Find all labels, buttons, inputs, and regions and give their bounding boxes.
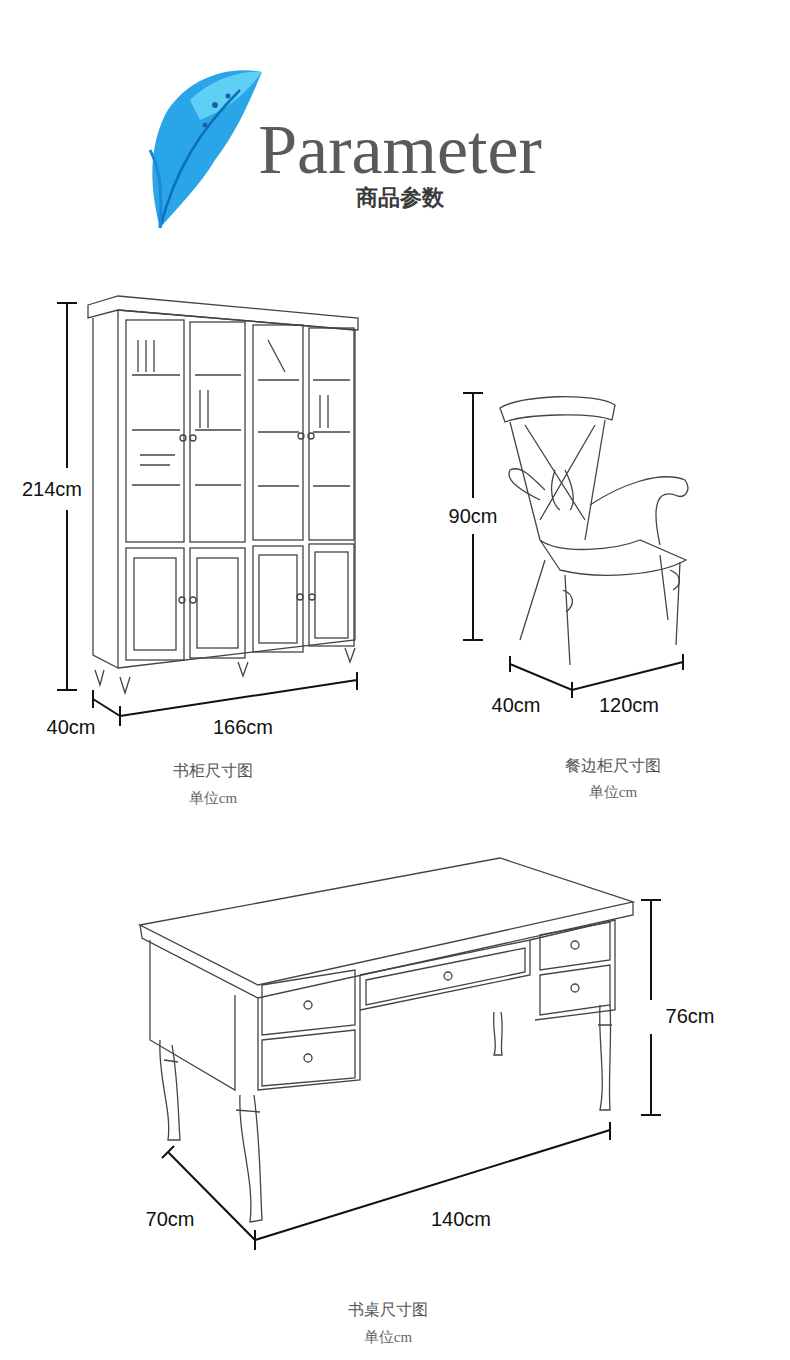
bookcase-sketch bbox=[88, 296, 358, 693]
figure-caption: 书柜尺寸图 bbox=[173, 762, 253, 780]
page-title: Parameter bbox=[258, 110, 542, 191]
subtitle: 商品参数 bbox=[356, 185, 444, 210]
dimension-label: 40cm bbox=[490, 694, 543, 717]
dimension-lines bbox=[57, 303, 683, 1250]
figure-caption: 餐边柜尺寸图 bbox=[565, 757, 661, 775]
unit-note: 单位cm bbox=[189, 790, 237, 807]
dimension-label: 214cm bbox=[20, 478, 84, 501]
dimension-label: 90cm bbox=[447, 505, 500, 528]
dimension-label: 166cm bbox=[211, 716, 275, 739]
dimension-label: 40cm bbox=[45, 716, 98, 739]
feather-icon bbox=[150, 70, 262, 228]
dimension-label: 76cm bbox=[664, 1005, 717, 1028]
dimension-label: 140cm bbox=[429, 1208, 493, 1231]
dimension-label: 120cm bbox=[597, 694, 661, 717]
armchair-sketch bbox=[500, 397, 688, 665]
figure-caption: 书桌尺寸图 bbox=[348, 1301, 428, 1319]
unit-note: 单位cm bbox=[589, 784, 637, 801]
dimension-label: 70cm bbox=[144, 1208, 197, 1231]
desk-sketch bbox=[140, 858, 633, 1222]
unit-note: 单位cm bbox=[364, 1329, 412, 1346]
